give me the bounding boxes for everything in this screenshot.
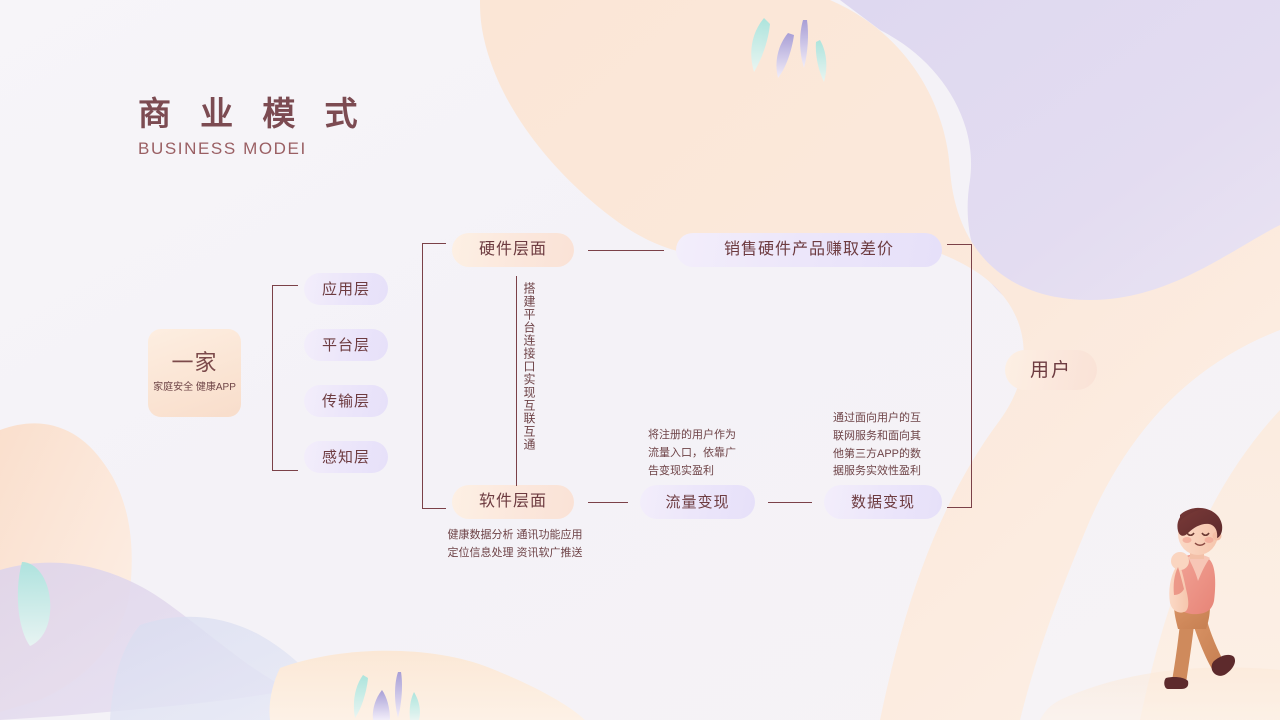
layer-bracket-top-arm bbox=[272, 285, 298, 286]
layer-pill-application[interactable]: 应用层 bbox=[304, 273, 388, 305]
platform-vertical-caption: 搭建平台连接口实现互联互通 bbox=[522, 282, 536, 451]
blob-blue-bottom-left bbox=[110, 616, 340, 720]
stage-label: 流量变现 bbox=[665, 493, 730, 511]
stage-label: 用户 bbox=[1029, 359, 1072, 381]
data-detail-caption: 通过面向用户的互 联网服务和面向其 他第三方APP的数 据服务实效性盈利 bbox=[833, 412, 922, 478]
blob-peach-bottom-center bbox=[269, 650, 585, 720]
page-title: 商 业 模 式 bbox=[138, 95, 368, 132]
stage-pill-data-monetization[interactable]: 数据变现 bbox=[824, 485, 942, 519]
platform-caption-rule bbox=[516, 276, 517, 486]
user-bracket-top-arm bbox=[947, 244, 972, 245]
stage-label: 数据变现 bbox=[850, 493, 915, 511]
character-back-shoe bbox=[1164, 677, 1189, 689]
character-front-shoe bbox=[1211, 654, 1236, 676]
character-collar bbox=[1188, 554, 1210, 581]
character-cheek-left bbox=[1182, 537, 1192, 543]
stage-pill-software[interactable]: 软件层面 bbox=[452, 485, 574, 519]
character-eye-right bbox=[1201, 532, 1210, 537]
layer-label: 应用层 bbox=[321, 280, 370, 298]
leaf-cluster-bottom-left bbox=[17, 562, 51, 646]
layer-bracket-bottom-arm bbox=[272, 470, 298, 471]
stage-label: 软件层面 bbox=[478, 493, 547, 510]
page-subtitle: BUSINESS MODEI bbox=[138, 139, 307, 159]
app-card-tagline: 家庭安全 健康APP bbox=[153, 381, 236, 393]
app-card[interactable]: 一家 家庭安全 健康APP bbox=[148, 329, 241, 417]
connector-traffic-to-data bbox=[768, 502, 812, 503]
user-bracket-bottom-arm bbox=[947, 507, 972, 508]
layer-label: 平台层 bbox=[321, 336, 370, 354]
connector-software-to-traffic bbox=[588, 502, 628, 503]
layer-label: 传输层 bbox=[321, 392, 370, 410]
layer-pill-platform[interactable]: 平台层 bbox=[304, 329, 388, 361]
layer-pill-transport[interactable]: 传输层 bbox=[304, 385, 388, 417]
character-back-leg bbox=[1172, 623, 1194, 683]
character-hair bbox=[1177, 507, 1223, 538]
character-hair-curl bbox=[1180, 508, 1202, 521]
leaf-cluster-bottom-center bbox=[353, 672, 420, 720]
stage-label: 销售硬件产品赚取差价 bbox=[723, 241, 894, 258]
character-front-leg bbox=[1192, 617, 1224, 669]
character-fist bbox=[1171, 552, 1189, 570]
stage-bracket-vertical bbox=[422, 243, 423, 509]
stage-pill-hardware[interactable]: 硬件层面 bbox=[452, 233, 574, 267]
blob-lavender-bottom-left bbox=[0, 562, 290, 720]
layer-bracket-vertical bbox=[272, 285, 273, 471]
character-sleeve bbox=[1173, 567, 1184, 595]
leaf-cluster-top bbox=[751, 18, 827, 82]
app-card-title: 一家 bbox=[171, 349, 218, 375]
connector-hardware-to-revenue bbox=[588, 250, 664, 251]
character-cheek-right bbox=[1204, 537, 1214, 543]
walking-person-illustration bbox=[1164, 507, 1236, 689]
user-bracket-vertical bbox=[971, 244, 972, 508]
layer-pill-perception[interactable]: 感知层 bbox=[304, 441, 388, 473]
stage-bracket-bottom-arm bbox=[422, 508, 446, 509]
title-block: 商 业 模 式 BUSINESS MODEI bbox=[138, 94, 368, 159]
stage-pill-user[interactable]: 用户 bbox=[1005, 350, 1097, 390]
software-detail-caption: 健康数据分析 通讯功能应用 定位信息处理 资讯软广推送 bbox=[447, 529, 583, 559]
layer-label: 感知层 bbox=[321, 448, 370, 466]
stage-label: 硬件层面 bbox=[478, 241, 547, 258]
character-mouth bbox=[1194, 542, 1206, 546]
blob-peach-bottom-left bbox=[0, 423, 132, 712]
character-eye-left bbox=[1186, 532, 1195, 537]
stage-pill-traffic-monetization[interactable]: 流量变现 bbox=[640, 485, 755, 519]
stage-pill-hardware-revenue[interactable]: 销售硬件产品赚取差价 bbox=[676, 233, 942, 267]
traffic-detail-caption: 将注册的用户作为 流量入口，依靠广 告变现实盈利 bbox=[648, 429, 736, 477]
blob-lavender-top bbox=[840, 0, 1280, 323]
stage-bracket-top-arm bbox=[422, 243, 446, 244]
